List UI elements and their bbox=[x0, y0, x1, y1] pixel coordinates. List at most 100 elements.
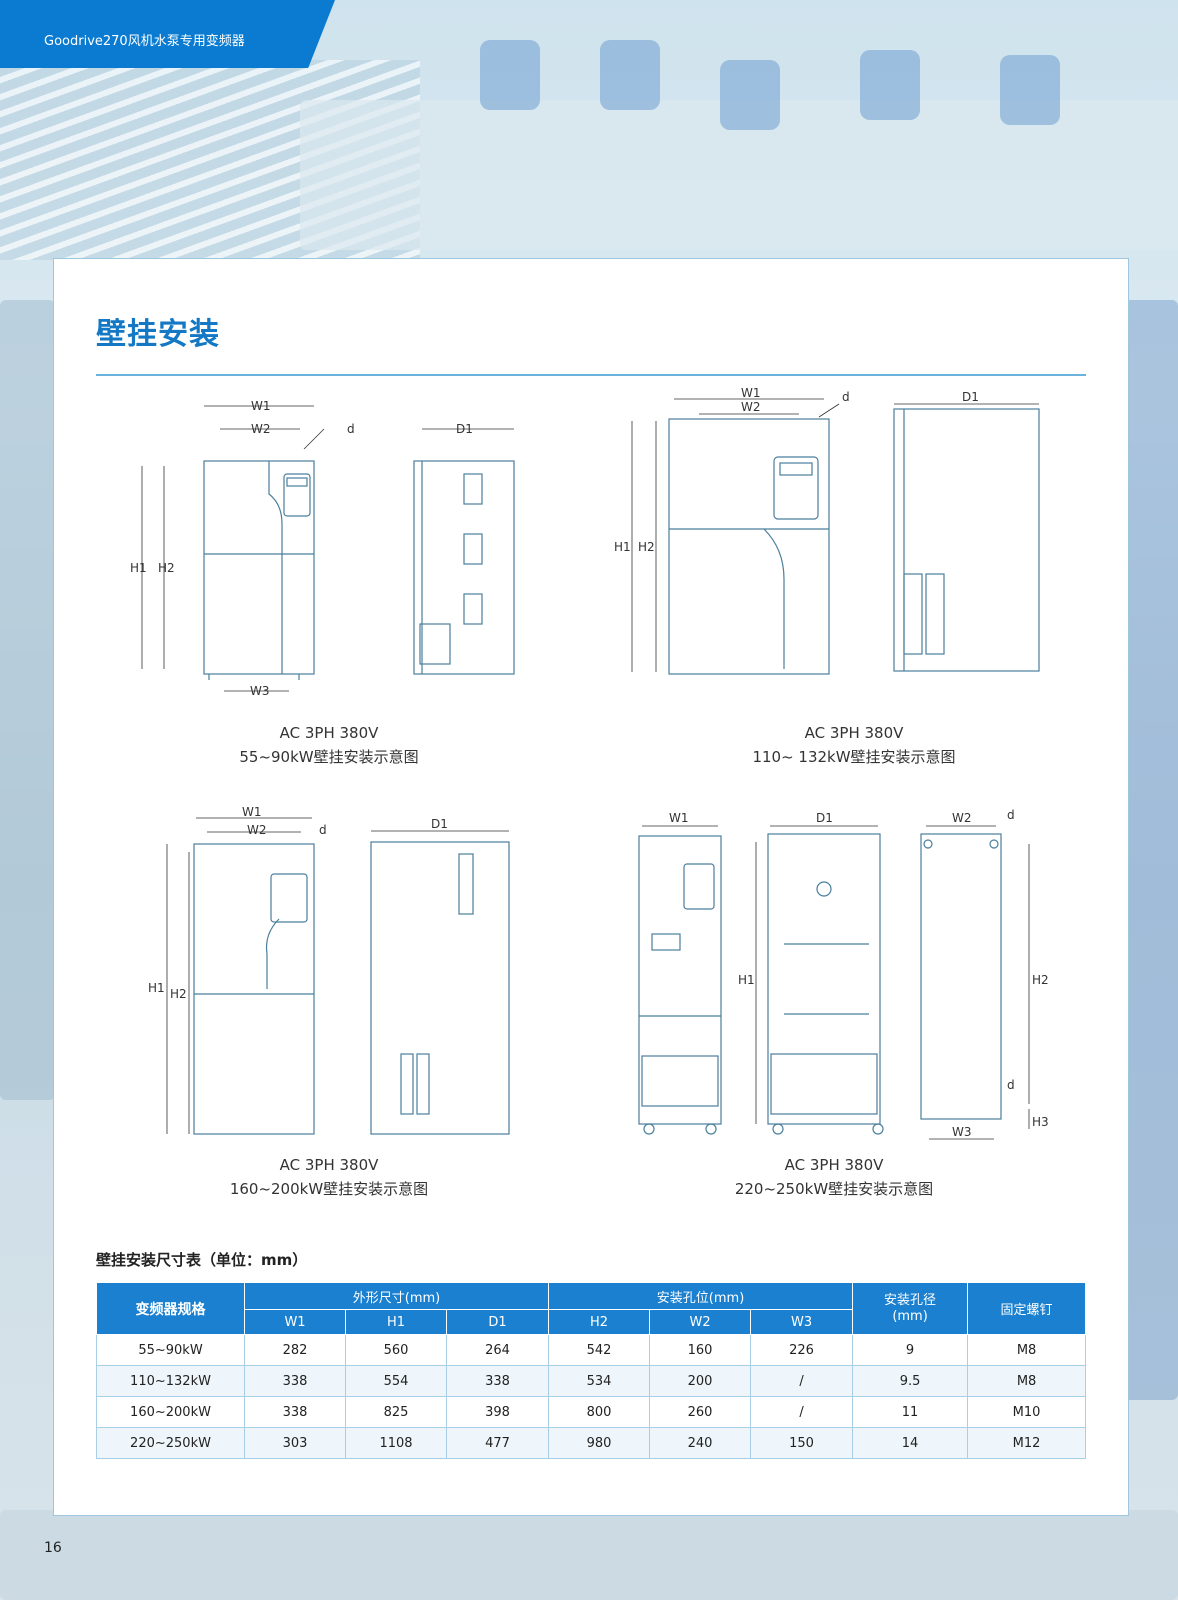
label-w3: W3 bbox=[250, 684, 270, 698]
caption-line2: 55~90kW壁挂安装示意图 bbox=[239, 748, 419, 766]
table-row: 220~250kW 303 1108 477 980 240 150 14 M1… bbox=[96, 1427, 1087, 1459]
cell: 11 bbox=[852, 1396, 969, 1428]
caption-line1: AC 3PH 380V bbox=[279, 724, 379, 742]
cell: 9 bbox=[852, 1334, 969, 1366]
subheader-w3: W3 bbox=[750, 1309, 854, 1335]
label-d1: D1 bbox=[431, 817, 448, 831]
cell: M8 bbox=[967, 1365, 1087, 1397]
section-divider bbox=[96, 374, 1086, 376]
label-w3: W3 bbox=[952, 1125, 972, 1139]
label-d-top: d bbox=[1007, 808, 1015, 822]
caption-line1: AC 3PH 380V bbox=[804, 724, 904, 742]
subheader-h1: H1 bbox=[345, 1309, 447, 1335]
label-w1: W1 bbox=[242, 805, 262, 819]
subheader-w1: W1 bbox=[244, 1309, 346, 1335]
label-w1: W1 bbox=[741, 386, 761, 400]
caption-220-250kw: AC 3PH 380V 220~250kW壁挂安装示意图 bbox=[714, 1153, 954, 1201]
cell: 477 bbox=[445, 1427, 550, 1459]
caption-160-200kw: AC 3PH 380V 160~200kW壁挂安装示意图 bbox=[209, 1153, 449, 1201]
cell: / bbox=[750, 1396, 854, 1428]
header-mount-holes: 安装孔位(mm) bbox=[548, 1282, 854, 1310]
dimension-table: 变频器规格 外形尺寸(mm) 安装孔位(mm) 安装孔径 (mm) 固定螺钉 W… bbox=[96, 1282, 1087, 1459]
cell: 226 bbox=[750, 1334, 854, 1366]
caption-line1: AC 3PH 380V bbox=[784, 1156, 884, 1174]
cell: 554 bbox=[345, 1365, 447, 1397]
cell-model: 55~90kW bbox=[96, 1334, 245, 1366]
header-model: 变频器规格 bbox=[96, 1282, 245, 1335]
label-h3: H3 bbox=[1032, 1115, 1049, 1129]
label-d1: D1 bbox=[816, 811, 833, 825]
label-h2: H2 bbox=[170, 987, 187, 1001]
cell: 534 bbox=[548, 1365, 651, 1397]
cell: 980 bbox=[548, 1427, 651, 1459]
label-d: d bbox=[319, 823, 327, 837]
label-h1: H1 bbox=[130, 561, 147, 575]
label-h2: H2 bbox=[638, 540, 655, 554]
header-title: Goodrive270风机水泵专用变频器 bbox=[44, 34, 245, 49]
cell-model: 220~250kW bbox=[96, 1427, 245, 1459]
label-d: d bbox=[842, 390, 850, 404]
table-row: 160~200kW 338 825 398 800 260 / 11 M10 bbox=[96, 1396, 1087, 1428]
cell: 338 bbox=[244, 1396, 346, 1428]
label-w2: W2 bbox=[247, 823, 267, 837]
cell: 9.5 bbox=[852, 1365, 969, 1397]
label-d-bottom: d bbox=[1007, 1078, 1015, 1092]
cell: 398 bbox=[445, 1396, 550, 1428]
table-row: 110~132kW 338 554 338 534 200 / 9.5 M8 bbox=[96, 1365, 1087, 1397]
caption-line2: 110~ 132kW壁挂安装示意图 bbox=[752, 748, 956, 766]
drawing-160-200kw: W1 W2 H1 H2 D1 d bbox=[139, 804, 539, 1148]
cell: M10 bbox=[967, 1396, 1087, 1428]
label-w2: W2 bbox=[741, 400, 761, 414]
cell: 338 bbox=[244, 1365, 346, 1397]
content-card: 壁挂安装 bbox=[53, 258, 1129, 1516]
cell: 264 bbox=[445, 1334, 550, 1366]
label-h1: H1 bbox=[614, 540, 631, 554]
cell: M8 bbox=[967, 1334, 1087, 1366]
label-h2: H2 bbox=[1032, 973, 1049, 987]
cell: 825 bbox=[345, 1396, 447, 1428]
caption-55-90kw: AC 3PH 380V 55~90kW壁挂安装示意图 bbox=[204, 721, 454, 769]
cell: 338 bbox=[445, 1365, 550, 1397]
table-title: 壁挂安装尺寸表（单位：mm） bbox=[96, 1251, 308, 1269]
table-row: 55~90kW 282 560 264 542 160 226 9 M8 bbox=[96, 1334, 1087, 1366]
section-title: 壁挂安装 bbox=[96, 317, 220, 352]
label-w2: W2 bbox=[251, 422, 271, 436]
cell: 542 bbox=[548, 1334, 651, 1366]
drawing-110-132kw: W1 W2 H1 H2 D1 d bbox=[614, 386, 1054, 693]
cell: 260 bbox=[649, 1396, 752, 1428]
label-h2: H2 bbox=[158, 561, 175, 575]
cell-model: 110~132kW bbox=[96, 1365, 245, 1397]
cell: 1108 bbox=[345, 1427, 447, 1459]
cell: 800 bbox=[548, 1396, 651, 1428]
cell: 14 bbox=[852, 1427, 969, 1459]
cell: 560 bbox=[345, 1334, 447, 1366]
cell-model: 160~200kW bbox=[96, 1396, 245, 1428]
header-outer-dims: 外形尺寸(mm) bbox=[243, 1282, 550, 1310]
caption-line1: AC 3PH 380V bbox=[279, 1156, 379, 1174]
subheader-h2: H2 bbox=[548, 1309, 651, 1335]
label-d1: D1 bbox=[456, 422, 473, 436]
cell: 282 bbox=[244, 1334, 346, 1366]
cell: / bbox=[750, 1365, 854, 1397]
header-screw: 固定螺钉 bbox=[967, 1282, 1087, 1335]
header-hole-diameter: 安装孔径 (mm) bbox=[852, 1282, 969, 1335]
label-w1: W1 bbox=[251, 399, 271, 413]
caption-line2: 160~200kW壁挂安装示意图 bbox=[229, 1180, 429, 1198]
label-w1: W1 bbox=[669, 811, 689, 825]
cell: 240 bbox=[649, 1427, 752, 1459]
header-tab bbox=[0, 0, 335, 68]
cell: 160 bbox=[649, 1334, 752, 1366]
label-d: d bbox=[347, 422, 355, 436]
subheader-w2: W2 bbox=[649, 1309, 752, 1335]
cell: 303 bbox=[244, 1427, 346, 1459]
label-d1: D1 bbox=[962, 390, 979, 404]
subheader-d1: D1 bbox=[445, 1309, 550, 1335]
cell: M12 bbox=[967, 1427, 1087, 1459]
drawing-220-250kw: W1 D1 W2 H1 H2 H3 W3 d d bbox=[634, 804, 1054, 1158]
drawing-55-90kw: W1 W2 H1 H2 W3 D1 d bbox=[124, 394, 544, 698]
label-h1: H1 bbox=[148, 981, 165, 995]
caption-line2: 220~250kW壁挂安装示意图 bbox=[734, 1180, 934, 1198]
cell: 200 bbox=[649, 1365, 752, 1397]
cell: 150 bbox=[750, 1427, 854, 1459]
